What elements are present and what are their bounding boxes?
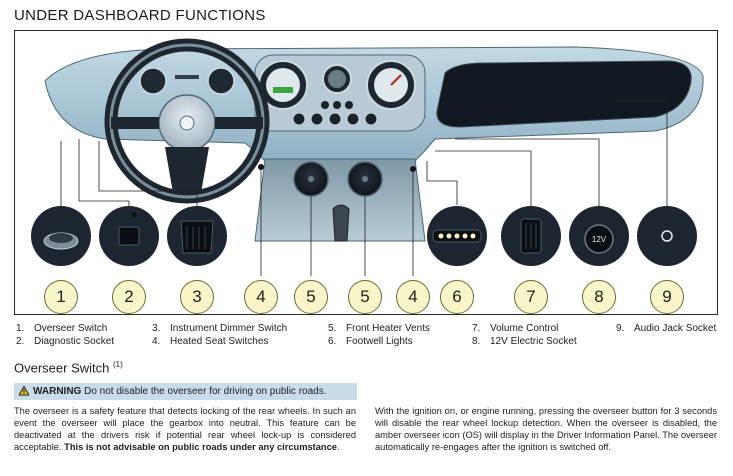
gauge-speedo (258, 60, 308, 110)
callout-1: 1 (44, 280, 78, 314)
legend-item: 2.Diagnostic Socket (16, 336, 115, 347)
callout-5-left: 5 (294, 280, 328, 314)
paragraph-left: The overseer is a safety feature that de… (14, 406, 356, 452)
legend-item: 4.Heated Seat Switches (152, 336, 269, 347)
callout-4-right: 4 (396, 280, 430, 314)
legend-item: 1.Overseer Switch (16, 323, 108, 334)
legend-item: 9.Audio Jack Socket (616, 323, 717, 334)
paragraph-right: With the ignition on, or engine running,… (375, 406, 717, 452)
heated-seat-switch-left (258, 164, 264, 170)
dashboard-illustration: 12V (31, 38, 704, 276)
callout-7: 7 (514, 280, 548, 314)
heated-seat-switch-right (410, 166, 416, 172)
warning-text: Do not disable the overseer for driving … (84, 386, 327, 397)
legend-item: 5.Front Heater Vents (328, 323, 430, 334)
thumb-audio-jack (637, 206, 697, 266)
thumb-volume-control (501, 206, 561, 266)
socket-12v-label: 12V (592, 235, 607, 244)
legend-col-5: 9.Audio Jack Socket (616, 322, 716, 335)
warning-label: WARNING (33, 386, 82, 397)
callout-8: 8 (582, 280, 616, 314)
legend-col-2: 3.Instrument Dimmer Switch 4.Heated Seat… (152, 322, 287, 348)
callout-9: 9 (650, 280, 684, 314)
page-title: UNDER DASHBOARD FUNCTIONS (14, 7, 266, 24)
leader-lines (60, 100, 668, 276)
heater-vent-right (347, 161, 383, 197)
callout-2: 2 (112, 280, 146, 314)
callout-5-right: 5 (348, 280, 382, 314)
thumb-dimmer-switch (167, 206, 227, 266)
legend-item: 8.12V Electric Socket (472, 336, 577, 347)
thumb-diagnostic-socket (99, 206, 159, 266)
thumb-12v-socket: 12V (569, 206, 629, 266)
callout-4-left: 4 (244, 280, 278, 314)
warning-icon (18, 385, 30, 396)
gauge-tacho (366, 60, 416, 110)
thumb-footwell-light (427, 206, 487, 266)
heater-vent-left (293, 161, 329, 197)
gauge-center (322, 64, 352, 94)
legend-col-3: 5.Front Heater Vents 6.Footwell Lights (328, 322, 430, 348)
callout-6: 6 (440, 280, 474, 314)
steering-wheel (104, 38, 270, 204)
legend-col-4: 7.Volume Control 8.12V Electric Socket (472, 322, 577, 348)
section-title: Overseer Switch (1) (14, 360, 123, 376)
warning-bar: WARNING Do not disable the overseer for … (14, 383, 357, 400)
legend-item: 6.Footwell Lights (328, 336, 413, 347)
legend-item: 3.Instrument Dimmer Switch (152, 323, 288, 334)
switch-row (292, 101, 378, 126)
thumb-overseer-switch (31, 206, 91, 266)
glovebox-panel (436, 60, 692, 128)
legend-item: 7.Volume Control (472, 323, 559, 334)
legend-col-1: 1.Overseer Switch 2.Diagnostic Socket (16, 322, 114, 348)
gear-lever (332, 204, 350, 242)
callout-3: 3 (180, 280, 214, 314)
dashboard-figure: 12V 1 2 3 4 5 5 4 6 7 8 9 (14, 30, 718, 315)
